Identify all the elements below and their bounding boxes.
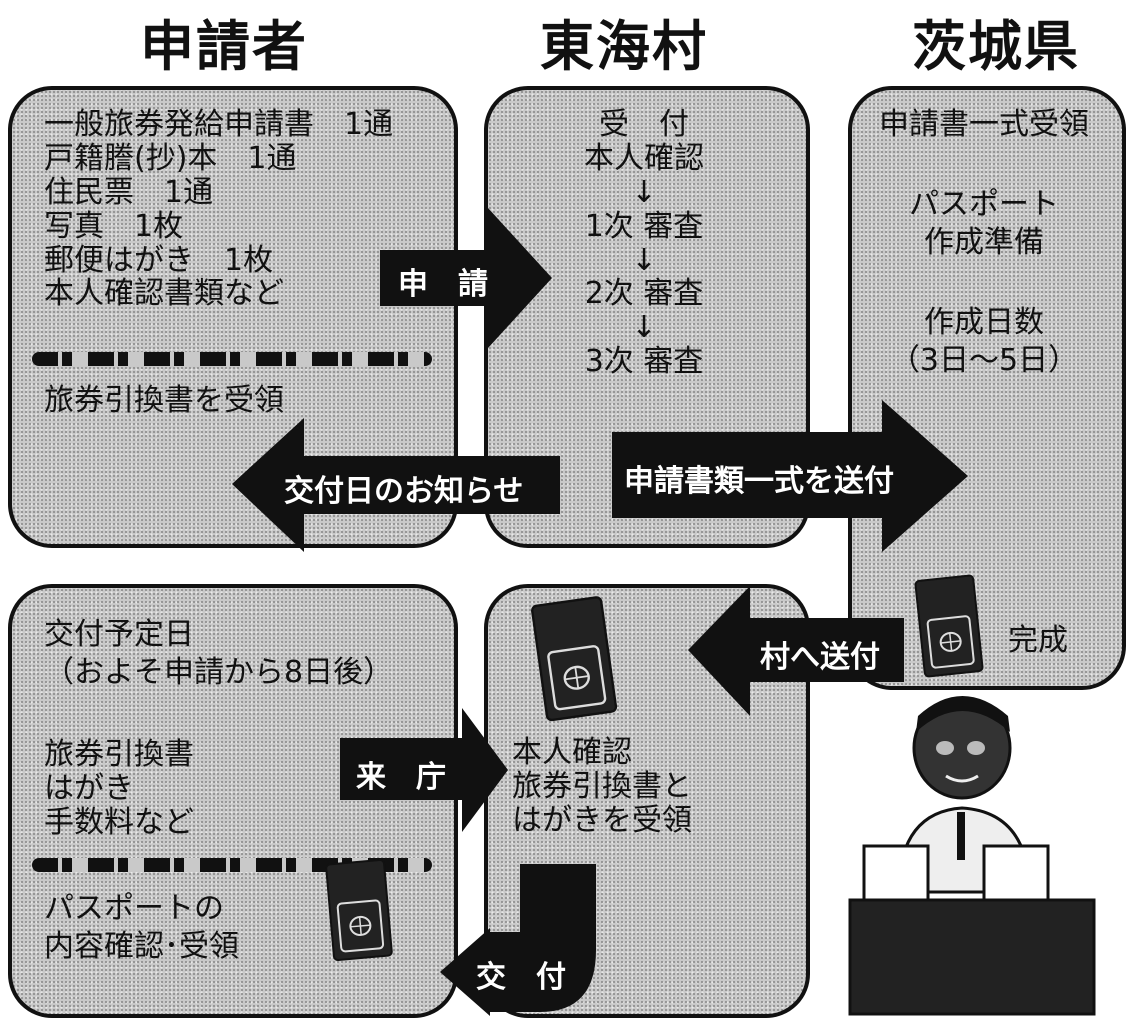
village-bottom-item: 本人確認 — [512, 735, 632, 770]
ornamental-divider — [32, 352, 432, 366]
pref-days-range: （3日～5日） — [889, 343, 1079, 378]
applicant-doc-list: 一般旅券発給申請書 1通 戸籍謄(抄)本 1通 住民票 1通 写真 1枚 郵便は… — [44, 108, 393, 311]
arrow-notice-label: 交付日のお知らせ — [284, 474, 524, 509]
arrow-send-docs — [612, 400, 968, 552]
pref-complete-text: 完成 — [1008, 623, 1068, 658]
village-bottom-item: はがきを受領 — [512, 802, 692, 838]
process-reception: 受 付 — [599, 107, 689, 142]
arrow-send-village — [688, 586, 904, 716]
bring-item: 旅券引換書 — [44, 737, 194, 772]
receive-voucher-text: 旅券引換書を受領 — [44, 383, 284, 418]
arrow-visit — [340, 708, 508, 832]
pref-passport-text: パスポート — [909, 187, 1059, 222]
down-arrow-icon: ↓ — [631, 310, 657, 346]
doc-item: 郵便はがき 1枚 — [44, 242, 274, 278]
doc-item: 写真 1枚 — [44, 208, 184, 244]
passport-icon — [530, 595, 618, 722]
arrow-apply — [380, 208, 552, 348]
header-applicant: 申請者 — [140, 15, 308, 78]
pref-prep-text: 作成準備 — [924, 225, 1044, 260]
bring-items-list: 旅券引換書 はがき 手数料など — [44, 738, 194, 840]
passport-check-text-1: パスポートの — [44, 891, 224, 926]
doc-item: 一般旅券発給申請書 1通 — [44, 107, 394, 142]
arrow-notice — [232, 418, 560, 552]
process-id-check: 本人確認 — [584, 140, 704, 176]
doc-item: 本人確認書類など — [44, 276, 284, 312]
header-village: 東海村 — [540, 15, 708, 78]
process-review-3: 3次 審査 — [584, 344, 704, 380]
bring-item: はがき — [44, 770, 134, 806]
down-arrow-icon: ↓ — [631, 242, 657, 278]
process-review-2: 2次 審査 — [584, 276, 704, 312]
pref-days-text: 作成日数 — [924, 305, 1044, 340]
passport-check-text-2: 内容確認･受領 — [44, 929, 239, 964]
arrow-apply-label: 申 請 — [398, 267, 488, 302]
down-arrow-icon: ↓ — [631, 174, 657, 210]
box-prefecture — [848, 86, 1126, 690]
arrow-send-village-label: 村へ送付 — [760, 640, 880, 675]
clerk-illustration-icon — [848, 696, 1096, 1016]
process-review-1: 1次 審査 — [584, 208, 704, 244]
doc-item: 戸籍謄(抄)本 1通 — [44, 140, 297, 176]
passport-icon — [914, 574, 984, 678]
header-prefecture: 茨城県 — [912, 15, 1080, 78]
arrow-send-docs-label: 申請書類一式を送付 — [624, 464, 894, 499]
doc-item: 住民票 1通 — [44, 174, 214, 210]
village-bottom-list: 本人確認 旅券引換書と はがきを受領 — [512, 736, 692, 838]
passport-icon — [324, 858, 394, 962]
arrow-issue — [440, 864, 596, 1016]
scheduled-date-title: 交付予定日 — [44, 617, 194, 652]
village-process-list: 受 付 本人確認 ↓ 1次 審査 ↓ 2次 審査 ↓ 3次 審査 — [524, 108, 764, 379]
arrow-issue-label: 交 付 — [476, 960, 566, 995]
village-bottom-item: 旅券引換書と — [512, 768, 692, 804]
arrow-visit-label: 来 庁 — [356, 760, 446, 795]
pref-receive-text: 申請書一式受領 — [879, 107, 1089, 142]
scheduled-date-note: （およそ申請から8日後） — [44, 655, 394, 690]
bring-item: 手数料など — [44, 804, 194, 840]
